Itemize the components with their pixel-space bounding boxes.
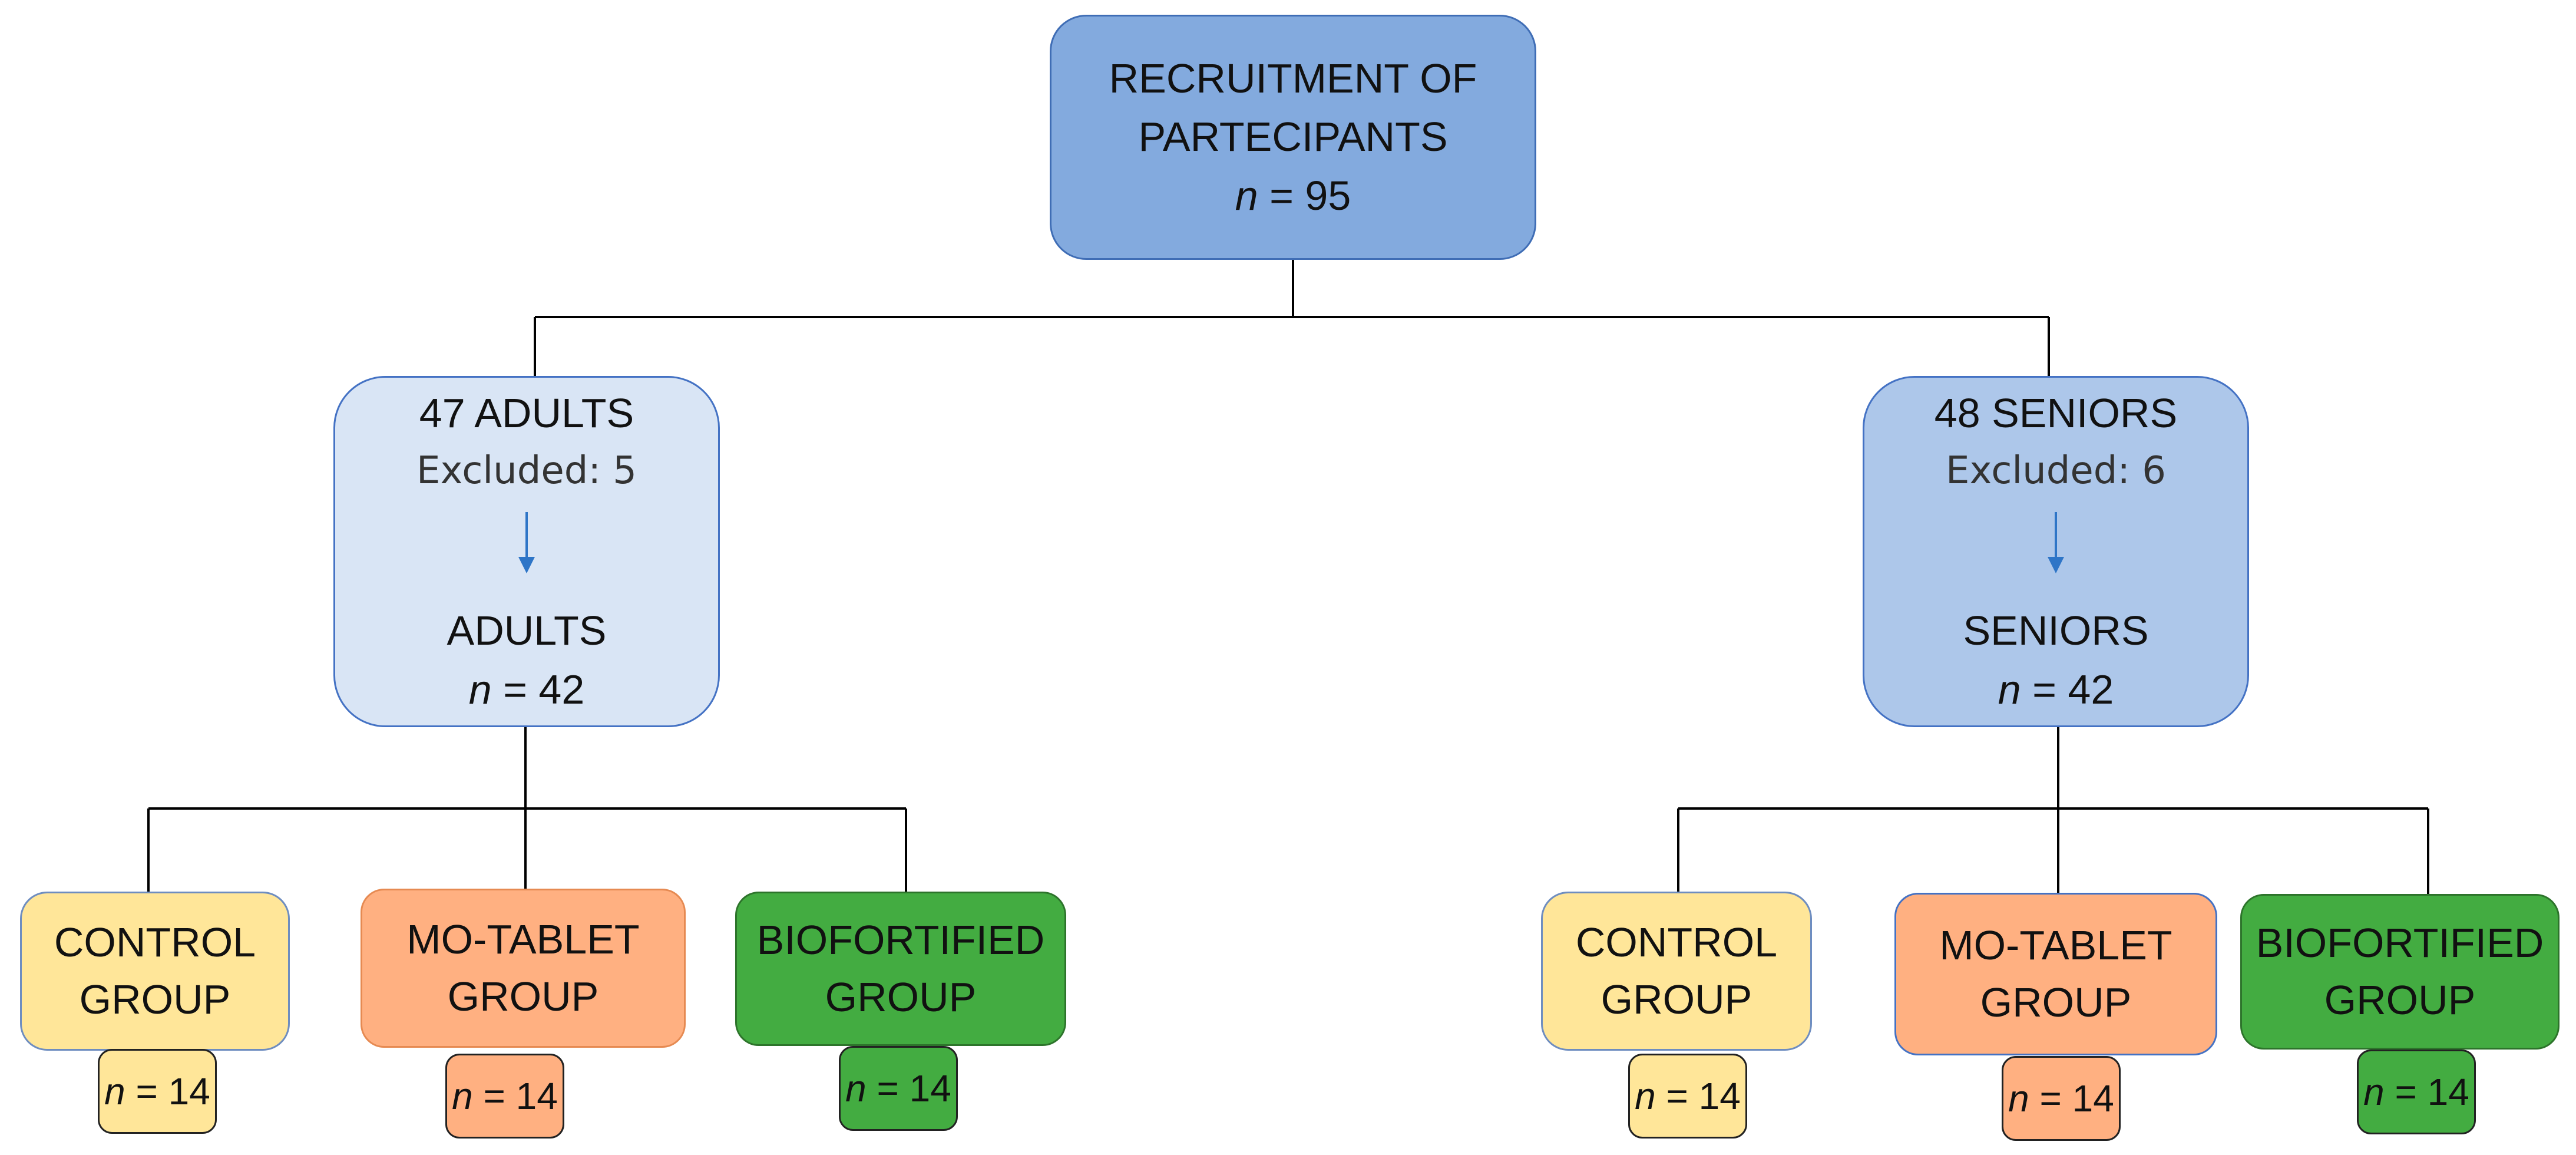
seniors-mo-tablet-count: n = 14 — [2002, 1056, 2121, 1141]
recruitment-count-value: = 95 — [1269, 172, 1351, 219]
seniors-biofortified-count: n = 14 — [2357, 1050, 2476, 1134]
recruitment-title-line2: PARTECIPANTS — [1138, 114, 1448, 160]
group-label-line1: BIOFORTIFIED — [756, 917, 1045, 963]
n-symbol: n — [1635, 1074, 1656, 1117]
recruitment-box: RECRUITMENT OF PARTECIPANTS n = 95 — [1050, 15, 1536, 260]
group-label-line2: GROUP — [825, 974, 977, 1020]
count-value: = 14 — [1666, 1074, 1741, 1117]
n-symbol: n — [1235, 172, 1258, 219]
group-label-line2: GROUP — [447, 974, 599, 1019]
count-value: = 14 — [483, 1074, 558, 1117]
seniors-title: 48 SENIORS — [1934, 390, 2178, 436]
adults-count: n = 42 — [469, 661, 585, 719]
seniors-control-group-box: CONTROL GROUP — [1541, 892, 1812, 1051]
n-symbol: n — [104, 1070, 125, 1113]
adults-box: 47 ADULTS Excluded: 5 ADULTS n = 42 — [333, 376, 720, 727]
group-label-line1: MO-TABLET — [406, 916, 640, 963]
adults-control-count: n = 14 — [98, 1049, 217, 1134]
group-label-line1: CONTROL — [1575, 919, 1778, 966]
adults-biofortified-count: n = 14 — [839, 1046, 958, 1131]
count-value: = 14 — [2395, 1070, 2469, 1113]
adults-control-group-box: CONTROL GROUP — [20, 892, 290, 1051]
adults-excluded: Excluded: 5 — [416, 449, 637, 493]
count-value: = 14 — [135, 1070, 210, 1113]
seniors-biofortified-group-box: BIOFORTIFIED GROUP — [2240, 894, 2560, 1050]
n-symbol: n — [468, 666, 492, 712]
seniors-count-value: = 42 — [2032, 666, 2114, 712]
adults-down-arrow-icon — [518, 512, 535, 574]
adults-title: 47 ADULTS — [419, 390, 634, 436]
seniors-count: n = 42 — [1998, 661, 2114, 719]
seniors-mo-tablet-group-box: MO-TABLET GROUP — [1894, 893, 2217, 1055]
adults-biofortified-group-box: BIOFORTIFIED GROUP — [735, 892, 1066, 1046]
count-value: = 14 — [877, 1067, 951, 1110]
seniors-group-label: SENIORS — [1963, 608, 2149, 654]
adults-group-label: ADULTS — [447, 608, 607, 654]
group-label-line1: CONTROL — [54, 919, 256, 966]
n-symbol: n — [452, 1074, 473, 1117]
seniors-box: 48 SENIORS Excluded: 6 SENIORS n = 42 — [1863, 376, 2249, 727]
adults-count-value: = 42 — [503, 666, 585, 712]
seniors-excluded: Excluded: 6 — [1946, 449, 2166, 493]
group-label-line1: BIOFORTIFIED — [2256, 920, 2544, 966]
adults-mo-tablet-group-box: MO-TABLET GROUP — [361, 889, 686, 1048]
n-symbol: n — [1998, 666, 2021, 712]
n-symbol: n — [2008, 1077, 2029, 1120]
seniors-control-count: n = 14 — [1628, 1054, 1747, 1138]
seniors-down-arrow-icon — [2048, 512, 2064, 574]
n-symbol: n — [2363, 1070, 2385, 1113]
recruitment-count: n = 95 — [1235, 167, 1351, 225]
group-label-line2: GROUP — [1980, 979, 2132, 1025]
group-label-line2: GROUP — [2324, 977, 2476, 1023]
count-value: = 14 — [2039, 1077, 2114, 1120]
group-label-line2: GROUP — [1601, 976, 1752, 1022]
adults-mo-tablet-count: n = 14 — [445, 1054, 564, 1138]
n-symbol: n — [845, 1067, 867, 1110]
recruitment-title-line1: RECRUITMENT OF — [1109, 55, 1477, 101]
group-label-line1: MO-TABLET — [1939, 922, 2172, 969]
group-label-line2: GROUP — [79, 976, 231, 1022]
